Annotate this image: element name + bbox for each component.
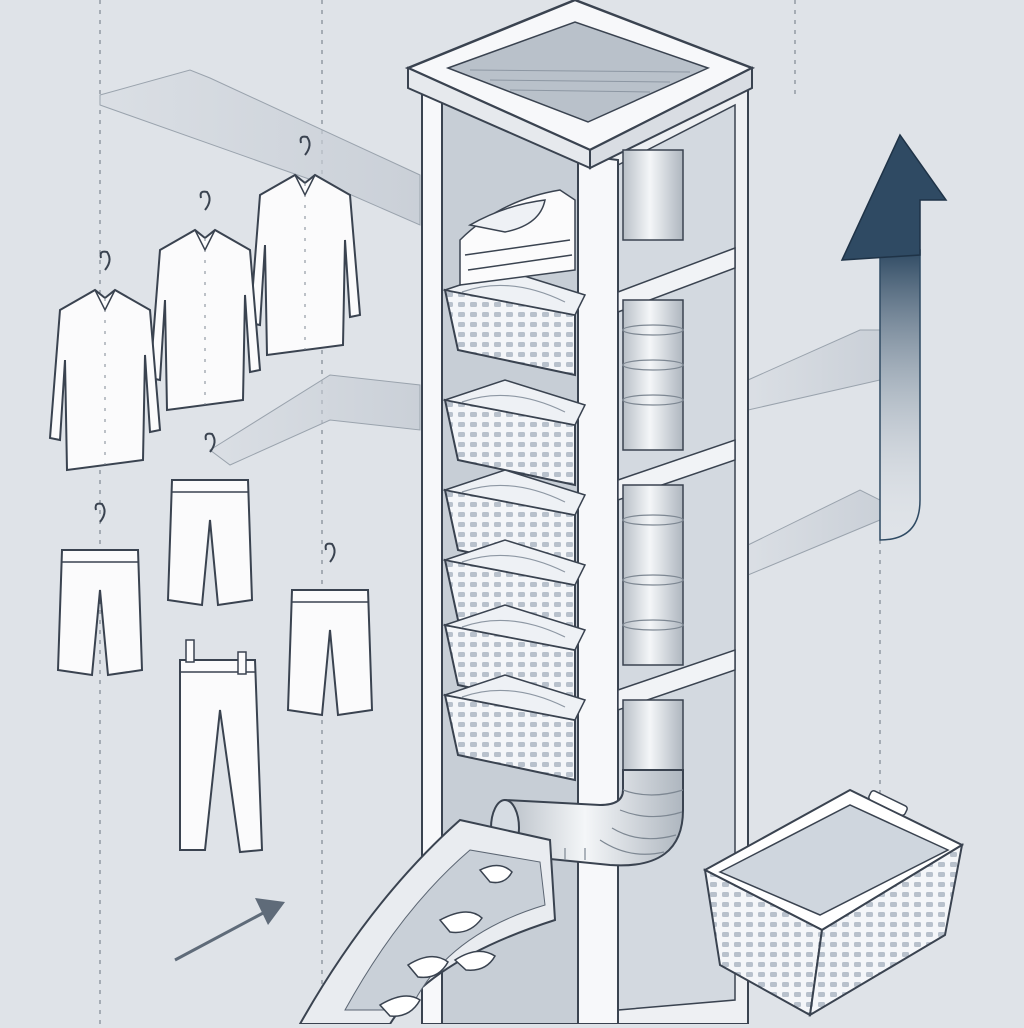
tower-basket bbox=[442, 674, 587, 782]
laundry-basket bbox=[702, 788, 965, 1017]
hanging-shirt bbox=[48, 250, 162, 472]
hanging-shirt bbox=[248, 135, 362, 357]
hanging-shirt bbox=[148, 190, 262, 412]
folded-clothes-pile bbox=[459, 189, 576, 286]
hanging-shorts bbox=[286, 542, 374, 717]
stacked-baskets bbox=[442, 269, 587, 782]
socks bbox=[378, 864, 513, 1017]
vertical-duct bbox=[622, 149, 684, 771]
arrow-icon-small bbox=[174, 898, 285, 962]
hanging-shorts bbox=[56, 502, 144, 677]
hanging-shorts bbox=[166, 432, 254, 607]
up-arrow-icon bbox=[840, 133, 948, 541]
tower-basket bbox=[442, 379, 587, 487]
sock-slide bbox=[298, 818, 557, 1025]
hanging-pants bbox=[179, 639, 264, 854]
hanging-clothes bbox=[48, 135, 374, 854]
